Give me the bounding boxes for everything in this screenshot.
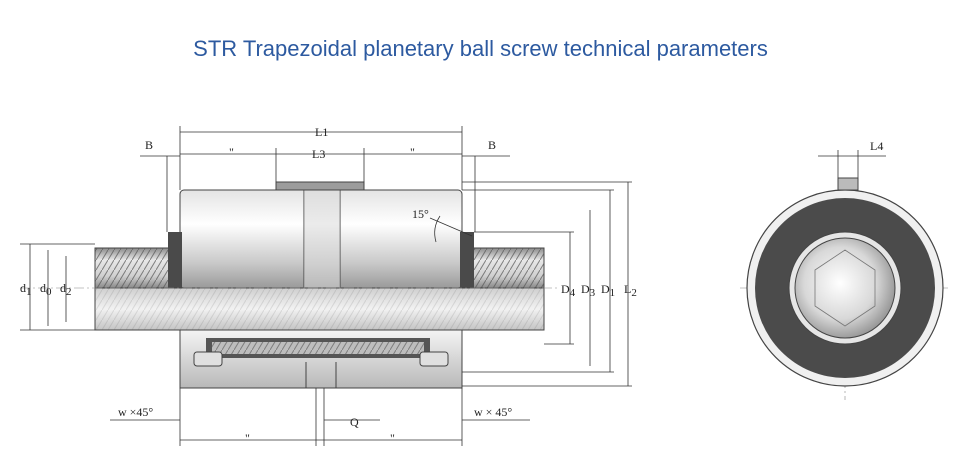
label-l3: L3	[312, 147, 325, 161]
label-d1-small: d1	[20, 281, 32, 298]
dimension-lines	[20, 126, 886, 446]
screw-left-thread	[94, 247, 181, 289]
dash-mark-1: "	[229, 145, 234, 159]
label-b-right: B	[488, 138, 496, 152]
label-d3: D3	[581, 282, 596, 299]
seal-right	[460, 232, 474, 288]
screw-right-thread	[461, 247, 545, 289]
label-d4: D4	[561, 282, 576, 299]
seal-left	[168, 232, 182, 288]
label-l1: L1	[315, 125, 328, 139]
dash-mark-3: "	[245, 431, 250, 445]
nut-body-upper	[179, 181, 463, 289]
label-l2: L2	[624, 282, 637, 299]
label-q: Q	[350, 415, 359, 429]
label-angle: 15°	[412, 207, 429, 221]
label-d0-small: d0	[40, 281, 52, 298]
label-w-right: w × 45°	[474, 405, 512, 419]
label-d1: D1	[601, 282, 615, 299]
label-w-left: w ×45°	[118, 405, 153, 419]
label-b-left: B	[145, 138, 153, 152]
label-d2-small: d2	[60, 281, 72, 298]
end-view	[740, 177, 950, 400]
nut-body-lower-section	[179, 329, 463, 389]
dash-mark-2: "	[410, 145, 415, 159]
screw-shaft	[94, 287, 545, 331]
page-title: STR Trapezoidal planetary ball screw tec…	[193, 36, 768, 61]
label-l4: L4	[870, 139, 883, 153]
dash-mark-4: "	[390, 431, 395, 445]
